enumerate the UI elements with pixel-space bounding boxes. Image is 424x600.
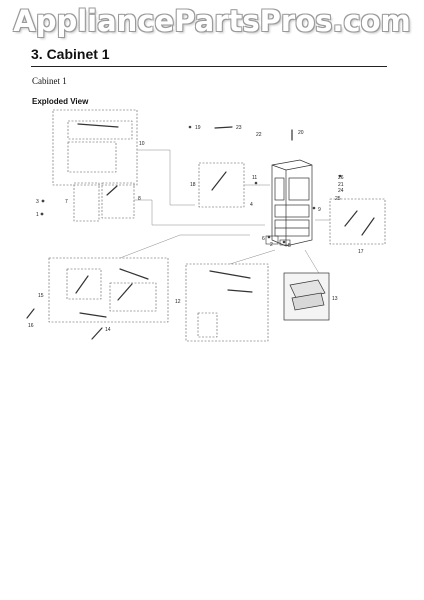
group-box-inner-a [67, 120, 133, 140]
callout-26: 26 [338, 175, 344, 181]
callout-15: 15 [38, 293, 44, 299]
leader-12 [229, 249, 276, 265]
leader-10 [137, 149, 195, 206]
group-box-inner-e [197, 312, 218, 338]
callout-1: 1 [36, 212, 39, 218]
part-17-b [361, 217, 375, 236]
callout-16: 16 [28, 323, 34, 329]
refrigerator-cabinet [271, 159, 313, 247]
part-14 [91, 327, 103, 340]
exploded-view-label: Exploded View [32, 97, 89, 106]
screw-9 [312, 206, 316, 210]
callout-24: 24 [338, 188, 344, 194]
callout-8: 8 [138, 196, 141, 202]
callout-18: 18 [190, 182, 196, 188]
screw-1 [40, 212, 44, 216]
callout-9: 9 [318, 207, 321, 213]
group-box-inner-d [109, 282, 157, 312]
part-rail-12-1 [209, 270, 251, 279]
group-box-12 [185, 263, 269, 342]
screw-4 [254, 181, 258, 185]
part-18-a [211, 171, 227, 191]
group-box-7 [73, 182, 100, 222]
part-8-a [106, 185, 118, 196]
group-box-18 [198, 162, 245, 208]
leader-15 [119, 234, 250, 259]
group-box-inner-b [67, 141, 117, 173]
callout-22: 22 [256, 132, 262, 138]
callout-25: 25 [335, 196, 341, 202]
callout-12: 12 [175, 299, 181, 305]
callout-5: 5 [288, 243, 291, 249]
leader-8 [134, 199, 265, 226]
callout-21: 21 [338, 182, 344, 188]
group-box-17 [329, 198, 386, 245]
leader-13 [304, 249, 321, 276]
part-15-a [75, 275, 89, 294]
callout-11: 11 [252, 175, 257, 181]
cabinet-subtitle: Cabinet 1 [32, 76, 67, 86]
screw-25 [338, 174, 342, 178]
callout-13: 13 [332, 296, 338, 302]
group-box-15 [48, 257, 169, 323]
callout-3: 3 [36, 199, 39, 205]
screw-5 [282, 240, 286, 244]
callout-6: 6 [262, 236, 265, 242]
refrigerator-base [265, 235, 291, 246]
callout-20: 20 [298, 130, 304, 136]
section-title: 3. Cabinet 1 [31, 46, 110, 62]
group-box-8 [101, 182, 135, 219]
callout-19: 19 [195, 125, 201, 131]
part-17-a [344, 210, 358, 227]
callout-14: 14 [105, 327, 111, 333]
part-16 [26, 308, 35, 319]
callout-17: 17 [358, 249, 364, 255]
group-box-10 [52, 109, 138, 186]
group-box-inner-c [66, 268, 102, 300]
part-rail-15-3 [79, 312, 107, 318]
callout-23: 23 [236, 125, 242, 131]
callout-4: 4 [250, 202, 253, 208]
screw-6 [267, 235, 271, 239]
screw-3 [41, 199, 45, 203]
title-rule [31, 66, 387, 67]
part-12-a [227, 289, 253, 293]
callout-2: 2 [270, 242, 273, 248]
callout-10: 10 [139, 141, 145, 147]
part-rail-15-2 [119, 268, 149, 280]
screw-19 [188, 125, 192, 129]
part-10-a [77, 123, 119, 128]
part-23 [214, 126, 233, 129]
callout-7: 7 [65, 199, 68, 205]
watermark-text: AppliancePartsPros.com [13, 4, 411, 38]
part-15-b [117, 283, 133, 301]
part-13-drawer [283, 272, 330, 321]
